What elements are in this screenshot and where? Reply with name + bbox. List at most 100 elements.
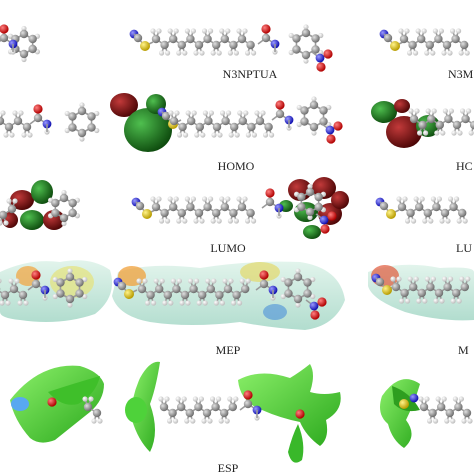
atom-h [182,50,188,56]
atom-h [414,108,420,114]
atom-h [245,218,251,224]
atom-c [293,272,303,282]
atom-c [7,204,17,214]
atom-h [191,110,197,116]
atom-c [375,277,385,287]
atom-c [19,49,29,59]
atom-c [75,289,84,298]
atom-c [151,202,161,212]
atom-o [265,188,275,198]
atom-c [180,290,190,300]
atom-o [33,104,43,114]
atom-c [56,289,65,298]
atom-h [200,132,206,138]
atom-h [194,278,200,284]
atom-c [68,198,77,208]
atom-h [444,418,450,424]
atom-h [176,218,182,224]
atom-h [0,220,3,226]
esp-surface-center-bulb [125,397,147,423]
homo-lobe-green-large [124,108,172,152]
atom-c [461,114,470,124]
atom-h [174,110,180,116]
atom-h [185,300,191,306]
atom-c [243,399,253,409]
atom-h [52,276,58,283]
atom-c [311,34,320,43]
label-row2-center: HOMO [218,159,255,173]
mep-region-yellow-center [240,262,280,282]
atom-c [169,202,178,212]
atom-h [198,396,204,402]
atom-c [185,408,194,418]
atom-h [219,300,225,306]
atom-h [442,276,448,282]
atom-c [189,284,198,294]
atom-h [303,24,309,30]
atom-h [219,28,225,34]
atom-c [151,34,161,44]
atom-c [409,282,418,292]
atom-s [399,399,409,409]
atom-h [296,104,302,111]
atom-h [296,121,302,128]
atom-h [458,50,464,56]
atom-c [427,114,436,124]
atom-h [228,132,234,138]
atom-c [292,45,301,54]
atom-h [468,130,474,136]
atom-c [454,402,463,412]
atom-c [305,207,315,217]
atom-h [210,396,216,402]
atom-c [434,288,444,298]
atom-h [466,108,472,114]
atom-n [309,301,319,311]
atom-h [233,396,239,402]
atom-c [220,202,229,212]
atom-o [243,390,253,400]
atom-c [187,116,196,126]
atom-h [168,110,174,116]
esp-surface-far-right [380,379,420,448]
atom-c [194,40,204,50]
atom-h [413,50,419,56]
atom-h [199,50,205,56]
atom-h [18,110,24,116]
atom-h [440,130,446,136]
atom-c [228,402,237,412]
atom-h [310,276,316,283]
atom-h [432,28,438,34]
atom-c [177,208,186,218]
atom-s [124,289,134,299]
atom-h [0,278,2,284]
atom-h [220,110,226,116]
atom-h [245,50,251,56]
atom-h [428,218,434,224]
atom-c [172,284,181,294]
atom-h [183,132,189,138]
atom-h [216,396,222,402]
atom-c [443,282,452,292]
atom-h [460,108,466,114]
atom-h [307,183,313,190]
atom-h [237,110,243,116]
atom-c [68,112,77,121]
atom-h [311,96,317,102]
atom-c [265,197,275,207]
atom-n [325,125,335,135]
atom-s [382,285,392,295]
atom-h [211,132,217,138]
atom-h [12,198,18,204]
atom-o [295,409,305,419]
atom-c [452,120,462,130]
atom-h [142,278,148,284]
atom-h [465,276,471,282]
atom-c [51,208,60,218]
atom-c [212,122,222,132]
esp-surfaces [10,361,420,463]
atom-c [451,34,460,44]
atom-h [213,300,219,306]
atom-c [168,408,177,418]
atom-n [315,53,325,63]
atom-c [83,402,93,412]
